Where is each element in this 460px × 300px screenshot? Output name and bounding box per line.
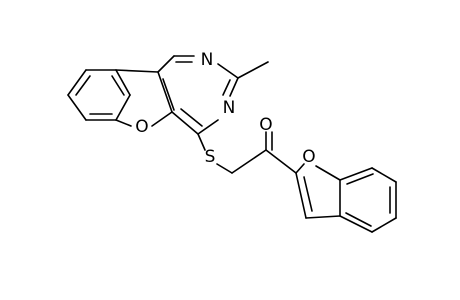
bond-benz1-inner-3 [111,75,125,96]
bond-benz2-b [371,167,397,183]
bond-furan2-e [295,172,307,219]
bond-layer [67,55,397,233]
atom-n-lower: N [223,98,236,118]
atom-o-furan-left: O [135,117,148,137]
bond-furan1-d [115,119,132,127]
bond-benz2-inner-1 [346,173,374,185]
bond-pyr-c [217,63,239,79]
bond-methyl [237,61,269,79]
bond-co-furan2 [265,149,297,174]
bond-furan1-inner [162,78,175,111]
bond-ch2-co [231,149,267,174]
atom-n-top: N [201,50,214,70]
bond-s-ch2 [216,163,233,174]
bond-benz2-a [339,167,373,181]
bond-pyr-d [229,77,239,97]
bond-pyr-f [171,111,199,135]
bond-pyr-a [157,55,175,73]
bond-benz1-inner-1 [75,75,91,96]
bond-benz1-e [115,69,131,96]
bond-pyr-inner-2 [222,79,231,96]
atom-o-carbonyl: O [259,115,272,135]
bond-benz2-e [339,215,373,233]
atom-o-furan-right: O [302,147,315,167]
bond-furan2-a [295,163,305,174]
bond-furan1-b [157,71,173,113]
bond-furan2-inner [303,176,313,212]
bond-pyr-e [197,119,219,135]
bond-furan1-a [115,69,159,73]
bond-c4-s [197,133,206,151]
atom-s-thioether: S [205,147,216,167]
bond-furan2-d [305,215,341,219]
bond-furan2-b [315,165,341,181]
bond-benz2-inner-3 [345,212,372,227]
bond-benz1-d [115,94,131,121]
bond-benz2-d [371,217,397,233]
bond-benz1-b [67,94,87,121]
bond-pyr-inner-3 [180,108,203,127]
bond-furan1-c [151,111,173,127]
atom-label-layer: N N O S O O [135,50,315,167]
bond-benz1-a [67,69,87,96]
